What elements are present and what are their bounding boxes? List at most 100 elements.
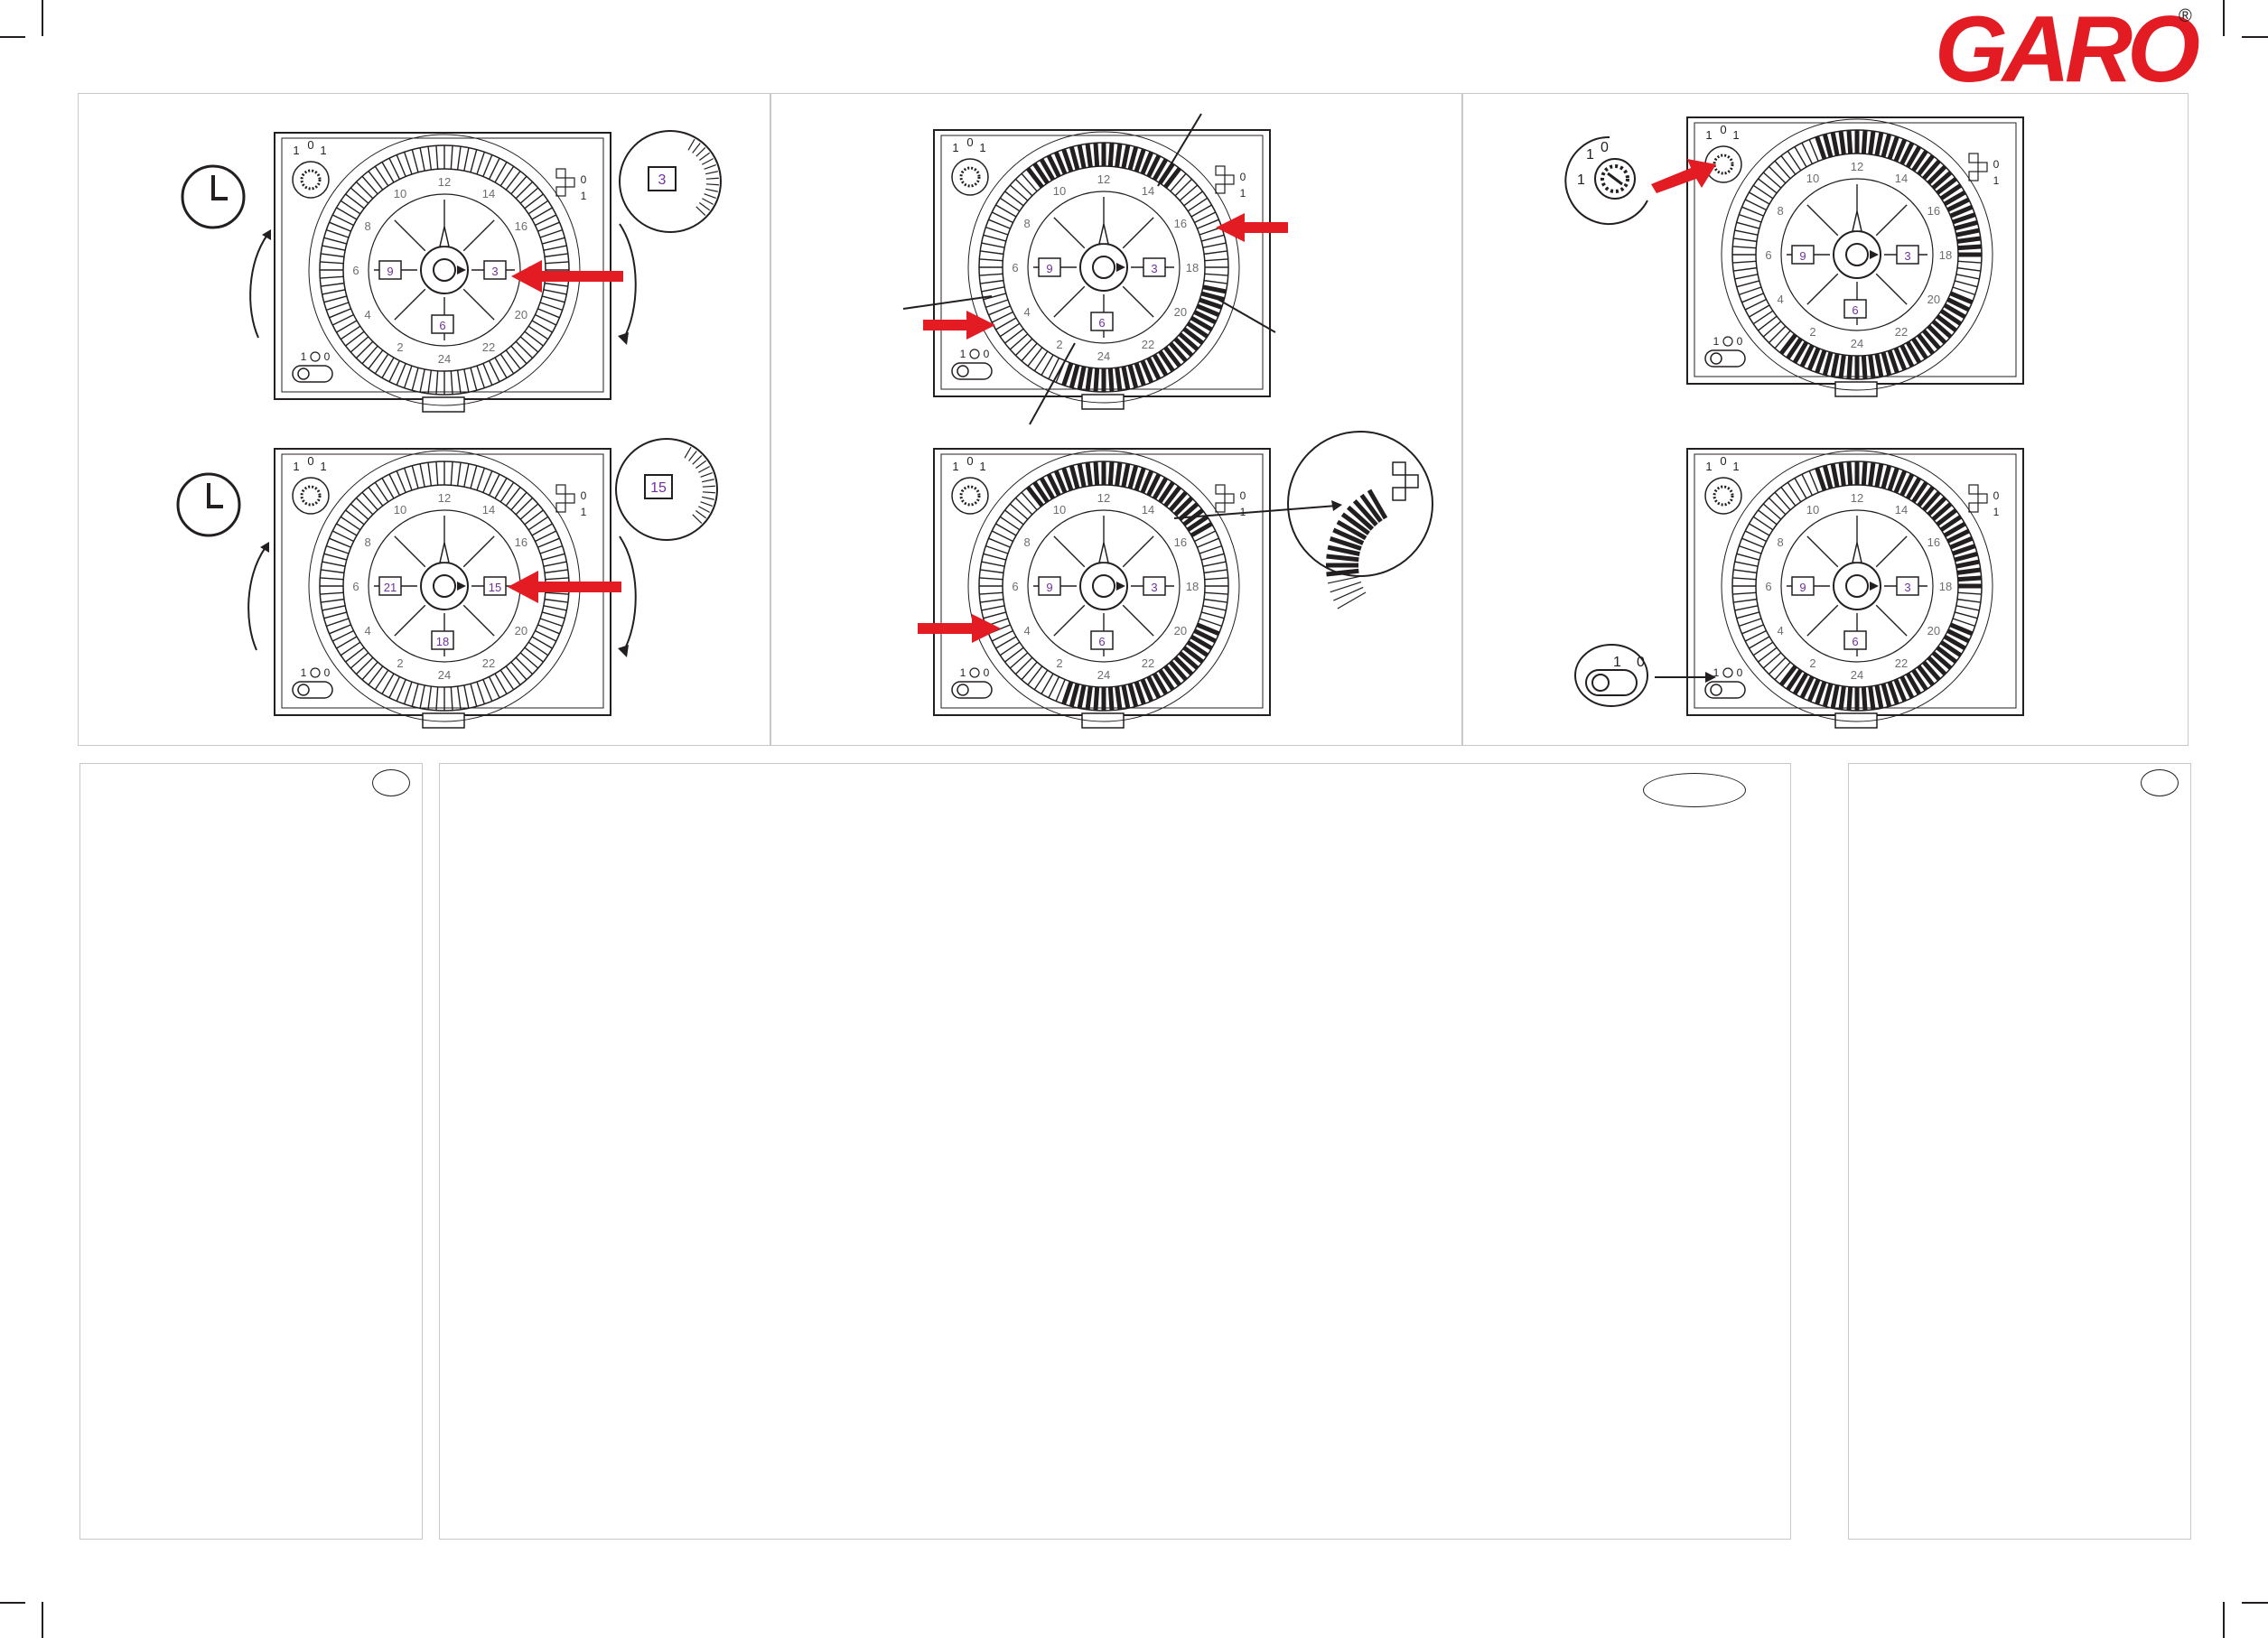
hour-number: 16 bbox=[1927, 204, 1940, 218]
logo-text: GARO bbox=[1935, 2, 2199, 90]
switch-label: 1 bbox=[979, 141, 985, 154]
switch-label: 0 bbox=[581, 489, 587, 502]
switch-label: 1 bbox=[581, 190, 587, 202]
crop-mark bbox=[42, 0, 43, 36]
dial-bezel bbox=[1721, 450, 1993, 722]
dial-center-disc bbox=[1027, 191, 1181, 344]
switch-label: 1 bbox=[1993, 506, 2000, 518]
crop-mark bbox=[42, 1602, 43, 1638]
timer-tab bbox=[1081, 712, 1125, 729]
flag-box bbox=[1896, 245, 1919, 265]
switch-label: 0 bbox=[307, 454, 313, 468]
switch-label: 1 bbox=[293, 460, 299, 473]
flag-box bbox=[1843, 299, 1867, 319]
clock-icon bbox=[310, 667, 321, 678]
hour-number: 12 bbox=[1097, 491, 1110, 505]
flag-number: 6 bbox=[1098, 635, 1105, 648]
hour-number: 18 bbox=[1186, 580, 1199, 593]
brand-logo: GARO ® bbox=[1935, 2, 2205, 90]
flag-number: 3 bbox=[1151, 262, 1157, 275]
dial-ring-inner bbox=[1755, 484, 1959, 688]
leader-lines bbox=[1173, 500, 1342, 519]
hour-number: 14 bbox=[1142, 503, 1154, 517]
set-pointer bbox=[1870, 250, 1879, 259]
hour-number: 4 bbox=[1024, 624, 1031, 638]
hour-number: 24 bbox=[438, 668, 451, 682]
switch-label: 1 bbox=[1705, 128, 1712, 142]
hour-number: 8 bbox=[1024, 535, 1031, 549]
dial-ring-inner bbox=[1002, 484, 1206, 688]
hour-number: 22 bbox=[1895, 656, 1908, 670]
svg-text:1: 1 bbox=[1577, 172, 1585, 188]
hour-number: 10 bbox=[1806, 172, 1819, 185]
flag-number: 6 bbox=[1852, 635, 1858, 648]
hour-number: 24 bbox=[1097, 349, 1110, 363]
switch-label: 0 bbox=[984, 348, 990, 360]
crop-mark bbox=[2223, 1602, 2225, 1638]
timer-tab bbox=[1834, 381, 1878, 397]
rotate-arrow-icon bbox=[249, 229, 271, 339]
dial-ring-outer bbox=[1731, 461, 1983, 712]
switch-label: 1 bbox=[1240, 187, 1246, 200]
switch-label: 1 bbox=[952, 141, 958, 154]
clock-icon bbox=[1722, 336, 1733, 347]
rotate-arrow-icon bbox=[618, 223, 637, 345]
hour-number: 20 bbox=[515, 624, 527, 638]
dial-segment-ring bbox=[979, 143, 1228, 392]
dial-ring-inner bbox=[342, 168, 546, 372]
svg-text:0: 0 bbox=[1601, 140, 1609, 155]
hour-number: 24 bbox=[438, 352, 451, 366]
zoom-callout: 3 bbox=[619, 130, 722, 233]
language-badge bbox=[1643, 773, 1746, 807]
dial-segment-ring bbox=[979, 461, 1228, 711]
switch-label: 0 bbox=[984, 666, 990, 679]
hour-number: 10 bbox=[394, 503, 406, 517]
flag-box bbox=[431, 314, 454, 334]
switch-label: 1 bbox=[952, 460, 958, 473]
hour-number: 10 bbox=[1053, 503, 1066, 517]
dial-pointer bbox=[439, 226, 450, 247]
hour-number: 24 bbox=[1851, 668, 1863, 682]
zoom-callout: 15 bbox=[615, 438, 718, 541]
flag-box bbox=[1791, 576, 1815, 596]
hour-number: 4 bbox=[365, 624, 371, 638]
flag-number: 9 bbox=[1799, 249, 1806, 263]
switch-label: 1 bbox=[1713, 335, 1720, 348]
dial-segment-ring bbox=[1732, 461, 1982, 711]
flag-number: 9 bbox=[1046, 581, 1052, 594]
switch-label: 1 bbox=[1732, 460, 1739, 473]
clock-icon bbox=[1722, 667, 1733, 678]
text-column-center bbox=[439, 763, 1791, 1540]
svg-text:0: 0 bbox=[1637, 655, 1645, 670]
hour-number: 20 bbox=[515, 308, 527, 321]
hour-number: 22 bbox=[482, 340, 495, 354]
flag-number: 3 bbox=[1904, 249, 1910, 263]
hour-number: 14 bbox=[1142, 184, 1154, 198]
red-arrow-icon bbox=[923, 311, 995, 340]
switch-label: 1 bbox=[581, 506, 587, 518]
switch-label: 0 bbox=[324, 350, 331, 363]
dial-hub bbox=[1092, 574, 1115, 598]
dial-hub bbox=[433, 574, 456, 598]
flag-number: 9 bbox=[1046, 262, 1052, 275]
flag-box bbox=[1143, 257, 1166, 277]
flag-box bbox=[483, 260, 507, 280]
zoom-callout bbox=[1287, 431, 1433, 610]
set-pointer bbox=[457, 265, 466, 275]
dial-segment-ring bbox=[1732, 130, 1982, 379]
dial-hub bbox=[433, 258, 456, 282]
hour-number: 4 bbox=[1778, 624, 1784, 638]
hour-number: 12 bbox=[438, 175, 451, 189]
black-arrow-icon bbox=[1655, 672, 1716, 683]
flag-box bbox=[1038, 576, 1061, 596]
hour-number: 18 bbox=[1939, 580, 1952, 593]
dial-hub bbox=[1845, 574, 1869, 598]
flag-box bbox=[483, 576, 507, 596]
language-badge bbox=[2141, 769, 2179, 796]
dial-bezel bbox=[1721, 118, 1993, 391]
switch-label: 0 bbox=[1993, 158, 2000, 171]
switch-label: 1 bbox=[301, 666, 307, 679]
switch-label: 1 bbox=[1240, 506, 1246, 518]
svg-text:1: 1 bbox=[1613, 655, 1621, 670]
